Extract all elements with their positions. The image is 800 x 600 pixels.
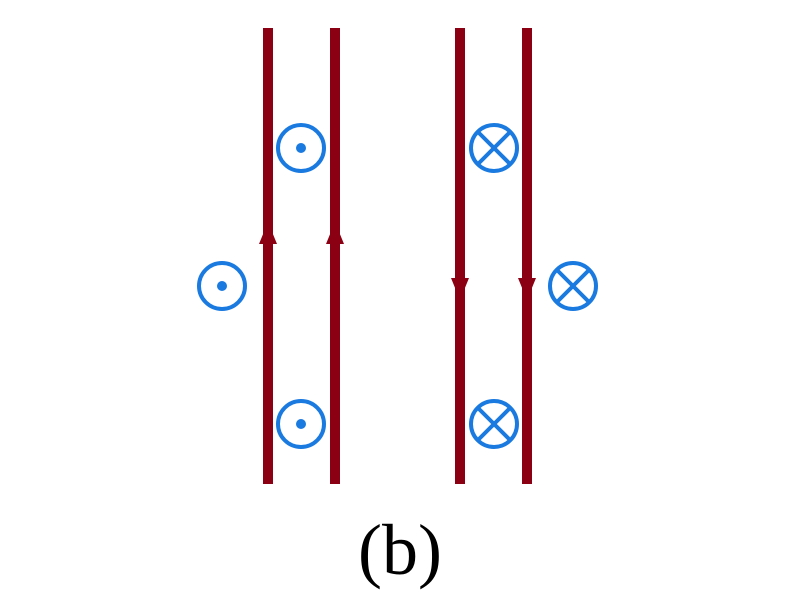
left-wire-pair — [259, 28, 344, 484]
field-dot-icon — [276, 123, 326, 173]
field-cross-icon — [548, 261, 598, 311]
right-wire-pair — [451, 28, 536, 484]
current-arrow-down-icon — [518, 278, 536, 300]
field-dot-icon — [197, 261, 247, 311]
current-arrow-up-icon — [259, 222, 277, 244]
field-cross-icon — [469, 123, 519, 173]
field-dot-icon — [276, 399, 326, 449]
field-out-of-page-symbols — [197, 123, 326, 449]
current-arrow-down-icon — [451, 278, 469, 300]
field-into-page-symbols — [469, 123, 598, 449]
current-arrow-up-icon — [326, 222, 344, 244]
field-cross-icon — [469, 399, 519, 449]
figure-caption: (b) — [358, 510, 442, 590]
